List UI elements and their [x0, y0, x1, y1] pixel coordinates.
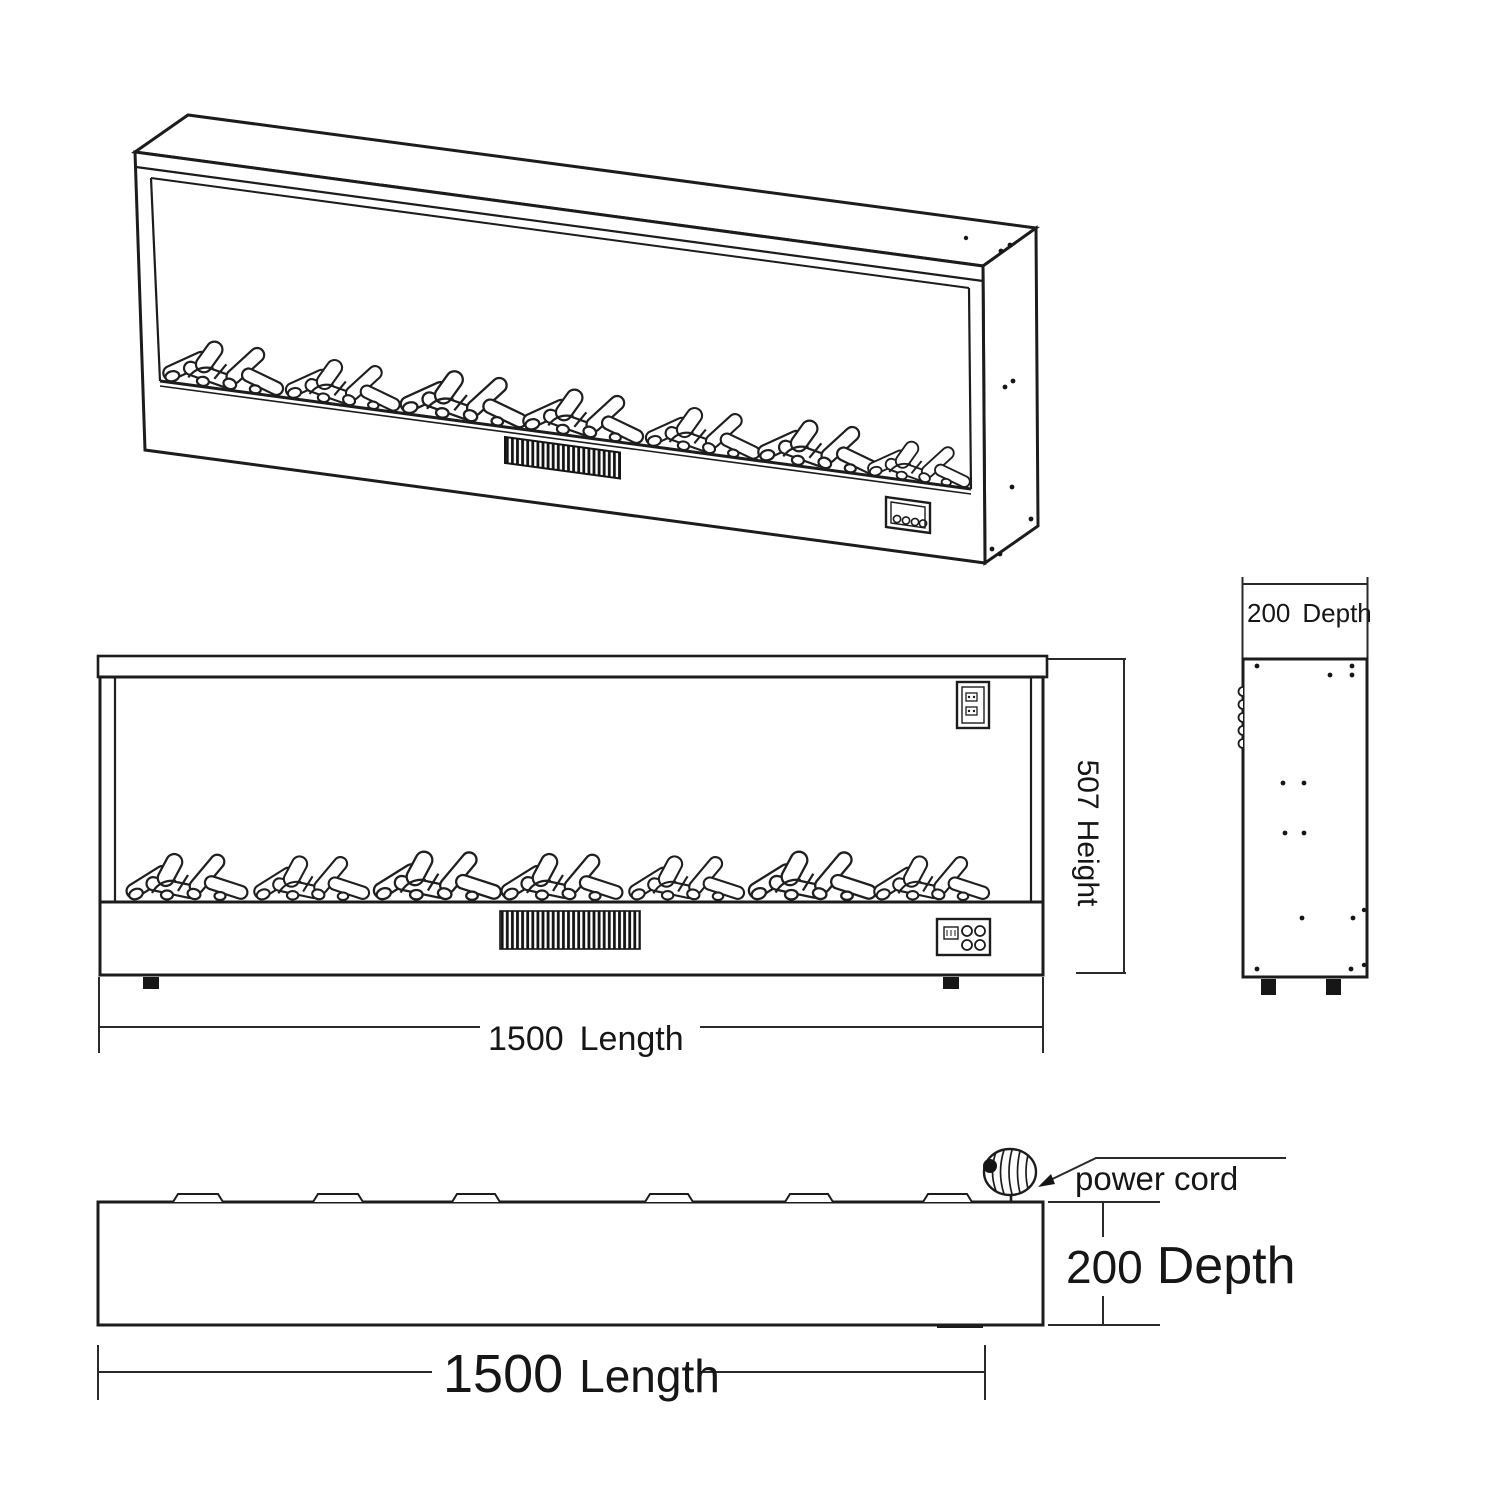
power-cord-label: power cord	[1075, 1160, 1238, 1197]
fuel-bed-ledge-inner	[159, 385, 972, 495]
glass-right-frame	[967, 287, 973, 490]
panel-display	[943, 926, 959, 940]
top-fascia-line	[135, 165, 984, 283]
control-panel-front	[935, 917, 992, 957]
panel-button	[910, 517, 920, 527]
mounting-tabs	[172, 1193, 973, 1203]
tab	[312, 1193, 364, 1203]
vent-grille-front	[499, 910, 641, 950]
panel-button	[974, 939, 986, 951]
switch-glyph	[965, 692, 978, 702]
front-height-dimension: 507Height	[1048, 658, 1126, 974]
vent-grille-3d	[504, 435, 621, 480]
side-louvers	[1237, 686, 1244, 749]
panel-button	[918, 519, 928, 528]
tab	[172, 1193, 224, 1203]
foot	[943, 977, 959, 989]
foot	[1261, 979, 1276, 995]
switch-glyph	[965, 706, 978, 716]
panel-button	[974, 925, 986, 937]
panel-button	[892, 514, 902, 524]
front-face	[133, 150, 987, 565]
front-height-dimension-label: 507Height	[1071, 760, 1104, 907]
glass-top-line	[150, 177, 970, 289]
side-body	[1241, 657, 1369, 979]
perspective-view	[130, 113, 1040, 566]
tab	[784, 1193, 834, 1203]
power-cord-leader: power cord	[1038, 1157, 1286, 1197]
top-cap	[96, 654, 1049, 679]
tab	[922, 1193, 973, 1203]
right-end-face	[981, 225, 1040, 566]
tab	[644, 1193, 694, 1203]
fuel-bed-ledge	[159, 379, 972, 491]
switch-plate	[955, 680, 991, 730]
panel-button	[961, 939, 973, 951]
control-panel-3d	[884, 495, 932, 535]
screw-dots-3d	[963, 235, 1034, 557]
glass-left-frame	[149, 177, 162, 382]
foot	[1326, 979, 1341, 995]
foot	[143, 977, 159, 989]
panel-button	[961, 925, 973, 937]
panel-button	[901, 516, 911, 525]
power-cord-coil-icon	[982, 1147, 1038, 1203]
screw-dots-side	[1254, 663, 1367, 972]
bottom-body	[96, 1200, 1045, 1327]
tab	[451, 1193, 501, 1203]
